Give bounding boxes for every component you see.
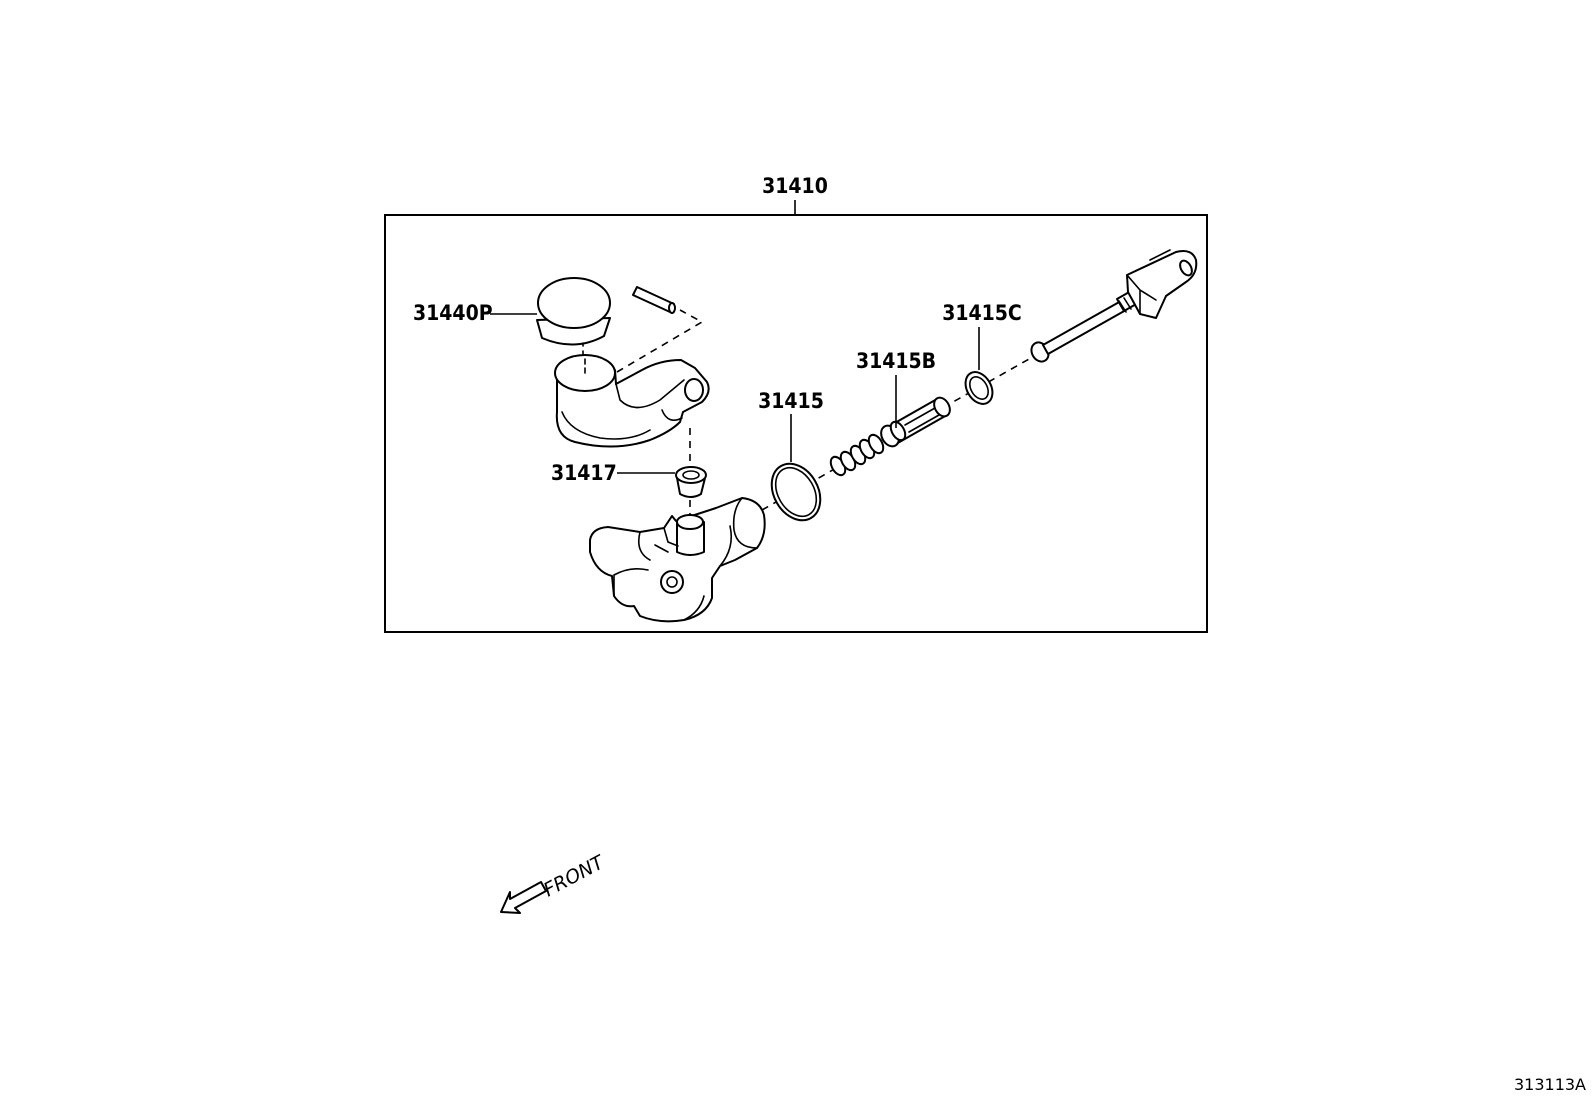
assembly-callout: 31410 [762, 174, 828, 215]
pin-drawing [632, 286, 676, 314]
snap-ring-drawing [964, 371, 994, 405]
assembly-part-number[interactable]: 31410 [762, 174, 828, 198]
front-label: FRONT [540, 851, 609, 902]
diagram-code: 313113A [1514, 1075, 1586, 1094]
front-arrow-icon [500, 881, 547, 914]
o-ring-label[interactable]: 31415 [758, 389, 824, 413]
snap-ring-label[interactable]: 31415C [942, 301, 1022, 325]
reservoir-body-drawing [554, 354, 710, 448]
pin-dashed-path [616, 309, 704, 373]
master-cylinder-drawing [589, 497, 766, 623]
piston-label[interactable]: 31415B [856, 349, 936, 373]
front-arrow: FRONT [500, 851, 609, 914]
grommet-label[interactable]: 31417 [551, 461, 617, 485]
reservoir-cap-label[interactable]: 31440P [413, 301, 493, 325]
o-ring-drawing [770, 462, 822, 522]
spring-drawing [829, 433, 885, 477]
assembly-frame [384, 214, 1208, 633]
push-rod-drawing [1030, 249, 1198, 363]
piston-drawing [880, 396, 951, 448]
grommet-drawing [675, 466, 707, 498]
reservoir-cap-drawing [536, 277, 611, 358]
